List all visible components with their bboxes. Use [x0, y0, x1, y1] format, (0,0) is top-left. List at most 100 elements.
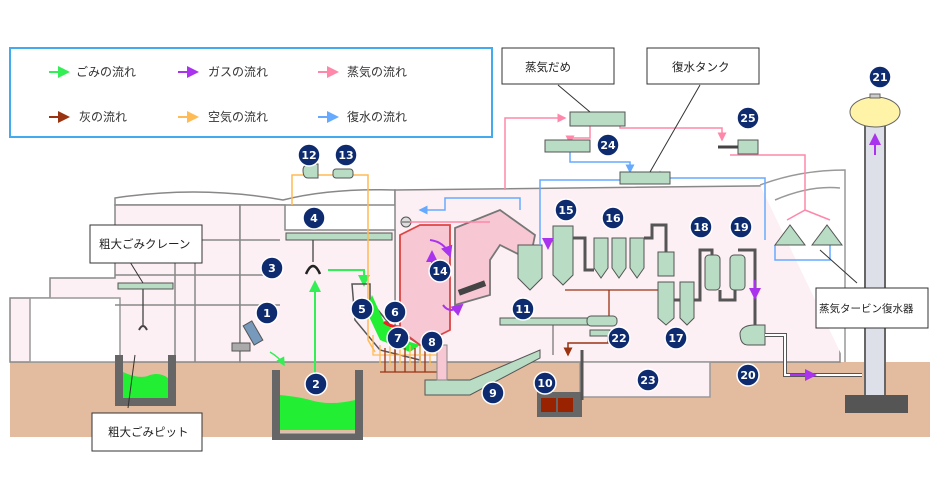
badge-circle — [297, 143, 321, 167]
badge-number: 13 — [338, 149, 353, 162]
badge-circle — [350, 297, 374, 321]
legend-frame — [9, 47, 493, 138]
badge-number: 14 — [432, 265, 448, 278]
legend-label: 灰の流れ — [79, 110, 127, 124]
badge-number: 17 — [668, 332, 683, 345]
turbine-condenser — [774, 224, 843, 246]
deaerator — [544, 139, 591, 153]
badge-circle — [302, 206, 326, 230]
badge-23: 23 — [636, 368, 660, 392]
badge-11: 11 — [511, 297, 535, 321]
badge-21: 21 — [868, 65, 892, 89]
legend-label: 蒸気の流れ — [347, 64, 407, 79]
legend-label: 復水の流れ — [347, 109, 407, 124]
air-duct — [291, 174, 376, 353]
callout-text: 粗大ごみピット — [108, 425, 189, 439]
callout-bulky-pit: 粗大ごみピット — [91, 412, 203, 452]
callout-bulky-crane: 粗大ごみクレーン — [89, 224, 203, 264]
badge-number: 16 — [605, 212, 621, 225]
legend-item-air: 空気の流れ — [178, 109, 268, 124]
garbage-crane — [285, 232, 393, 275]
badge-number: 19 — [733, 221, 748, 234]
condensate-tank — [619, 171, 671, 185]
badge-circle — [596, 133, 620, 157]
badge-circle — [383, 300, 407, 324]
badge-5: 5 — [350, 297, 374, 321]
badge-number: 25 — [740, 112, 755, 125]
badge-circle — [736, 106, 760, 130]
leader-lines — [127, 84, 858, 409]
badge-circle — [334, 143, 358, 167]
badge-16: 16 — [601, 206, 625, 230]
badge-circle — [554, 198, 578, 222]
badge-10: 10 — [533, 371, 557, 395]
badge-number: 24 — [600, 139, 616, 152]
badge-number: 18 — [693, 221, 708, 234]
badge-circle — [664, 326, 688, 350]
badge-19: 19 — [729, 215, 753, 239]
badge-24: 24 — [596, 133, 620, 157]
badge-15: 15 — [554, 198, 578, 222]
badge-18: 18 — [689, 215, 713, 239]
badge-number: 3 — [268, 262, 276, 275]
legend-item-steam: 蒸気の流れ — [318, 64, 407, 79]
badge-3: 3 — [260, 256, 284, 280]
badge-9: 9 — [481, 381, 505, 405]
garbage-flow-unload — [269, 351, 285, 367]
badge-number: 20 — [740, 369, 756, 382]
badge-17: 17 — [664, 326, 688, 350]
badge-circle — [601, 206, 625, 230]
badge-circle — [255, 301, 279, 325]
badge-1: 1 — [255, 301, 279, 325]
steam-header — [569, 111, 626, 127]
ash-pit — [537, 350, 584, 417]
truck-icon — [231, 320, 264, 352]
callout-text: 蒸気だめ — [525, 60, 571, 74]
badge-circle — [607, 326, 631, 350]
badge-number: 4 — [310, 212, 318, 225]
badge-8: 8 — [420, 330, 444, 354]
badge-number: 23 — [640, 374, 655, 387]
badge-number: 2 — [312, 378, 320, 391]
badge-number: 9 — [489, 387, 497, 400]
turbine-generator — [718, 139, 759, 155]
legend-item-ash: 灰の流れ — [49, 110, 127, 124]
badge-number: 8 — [428, 336, 436, 349]
badge-circle — [304, 372, 328, 396]
badge-circle — [868, 65, 892, 89]
badge-13: 13 — [334, 143, 358, 167]
badge-circle — [420, 330, 444, 354]
garbage-flow-hopper — [328, 269, 370, 287]
badge-number: 1 — [263, 307, 271, 320]
legend-item-gas: ガスの流れ — [178, 65, 268, 79]
gas-treatment-train — [517, 223, 862, 381]
garbage-pit — [272, 370, 363, 440]
badge-20: 20 — [736, 363, 760, 387]
legend-item-condensate: 復水の流れ — [318, 109, 407, 124]
badge-circle — [689, 215, 713, 239]
chimney — [845, 93, 908, 413]
callout-text: 蒸気タービン復水器 — [819, 302, 914, 315]
badge-circle — [533, 371, 557, 395]
badge-circle — [428, 259, 452, 283]
legend-label: 空気の流れ — [208, 109, 268, 124]
badge-7: 7 — [386, 326, 410, 350]
badge-number: 12 — [301, 149, 316, 162]
badge-circle — [729, 215, 753, 239]
callout-text: 粗大ごみクレーン — [99, 237, 190, 251]
callout-turbine-condenser: 蒸気タービン復水器 — [815, 287, 929, 329]
bulky-garbage-pit — [115, 355, 176, 406]
callout-text: 復水タンク — [672, 60, 730, 74]
badge-12: 12 — [297, 143, 321, 167]
badge-circle — [386, 326, 410, 350]
badge-2: 2 — [304, 372, 328, 396]
badge-number: 5 — [358, 303, 366, 316]
badge-22: 22 — [607, 326, 631, 350]
badge-circle — [481, 381, 505, 405]
bulky-crane — [117, 282, 174, 331]
callout-steam-header: 蒸気だめ — [501, 47, 615, 85]
badge-14: 14 — [428, 259, 452, 283]
badge-number: 7 — [394, 332, 402, 345]
